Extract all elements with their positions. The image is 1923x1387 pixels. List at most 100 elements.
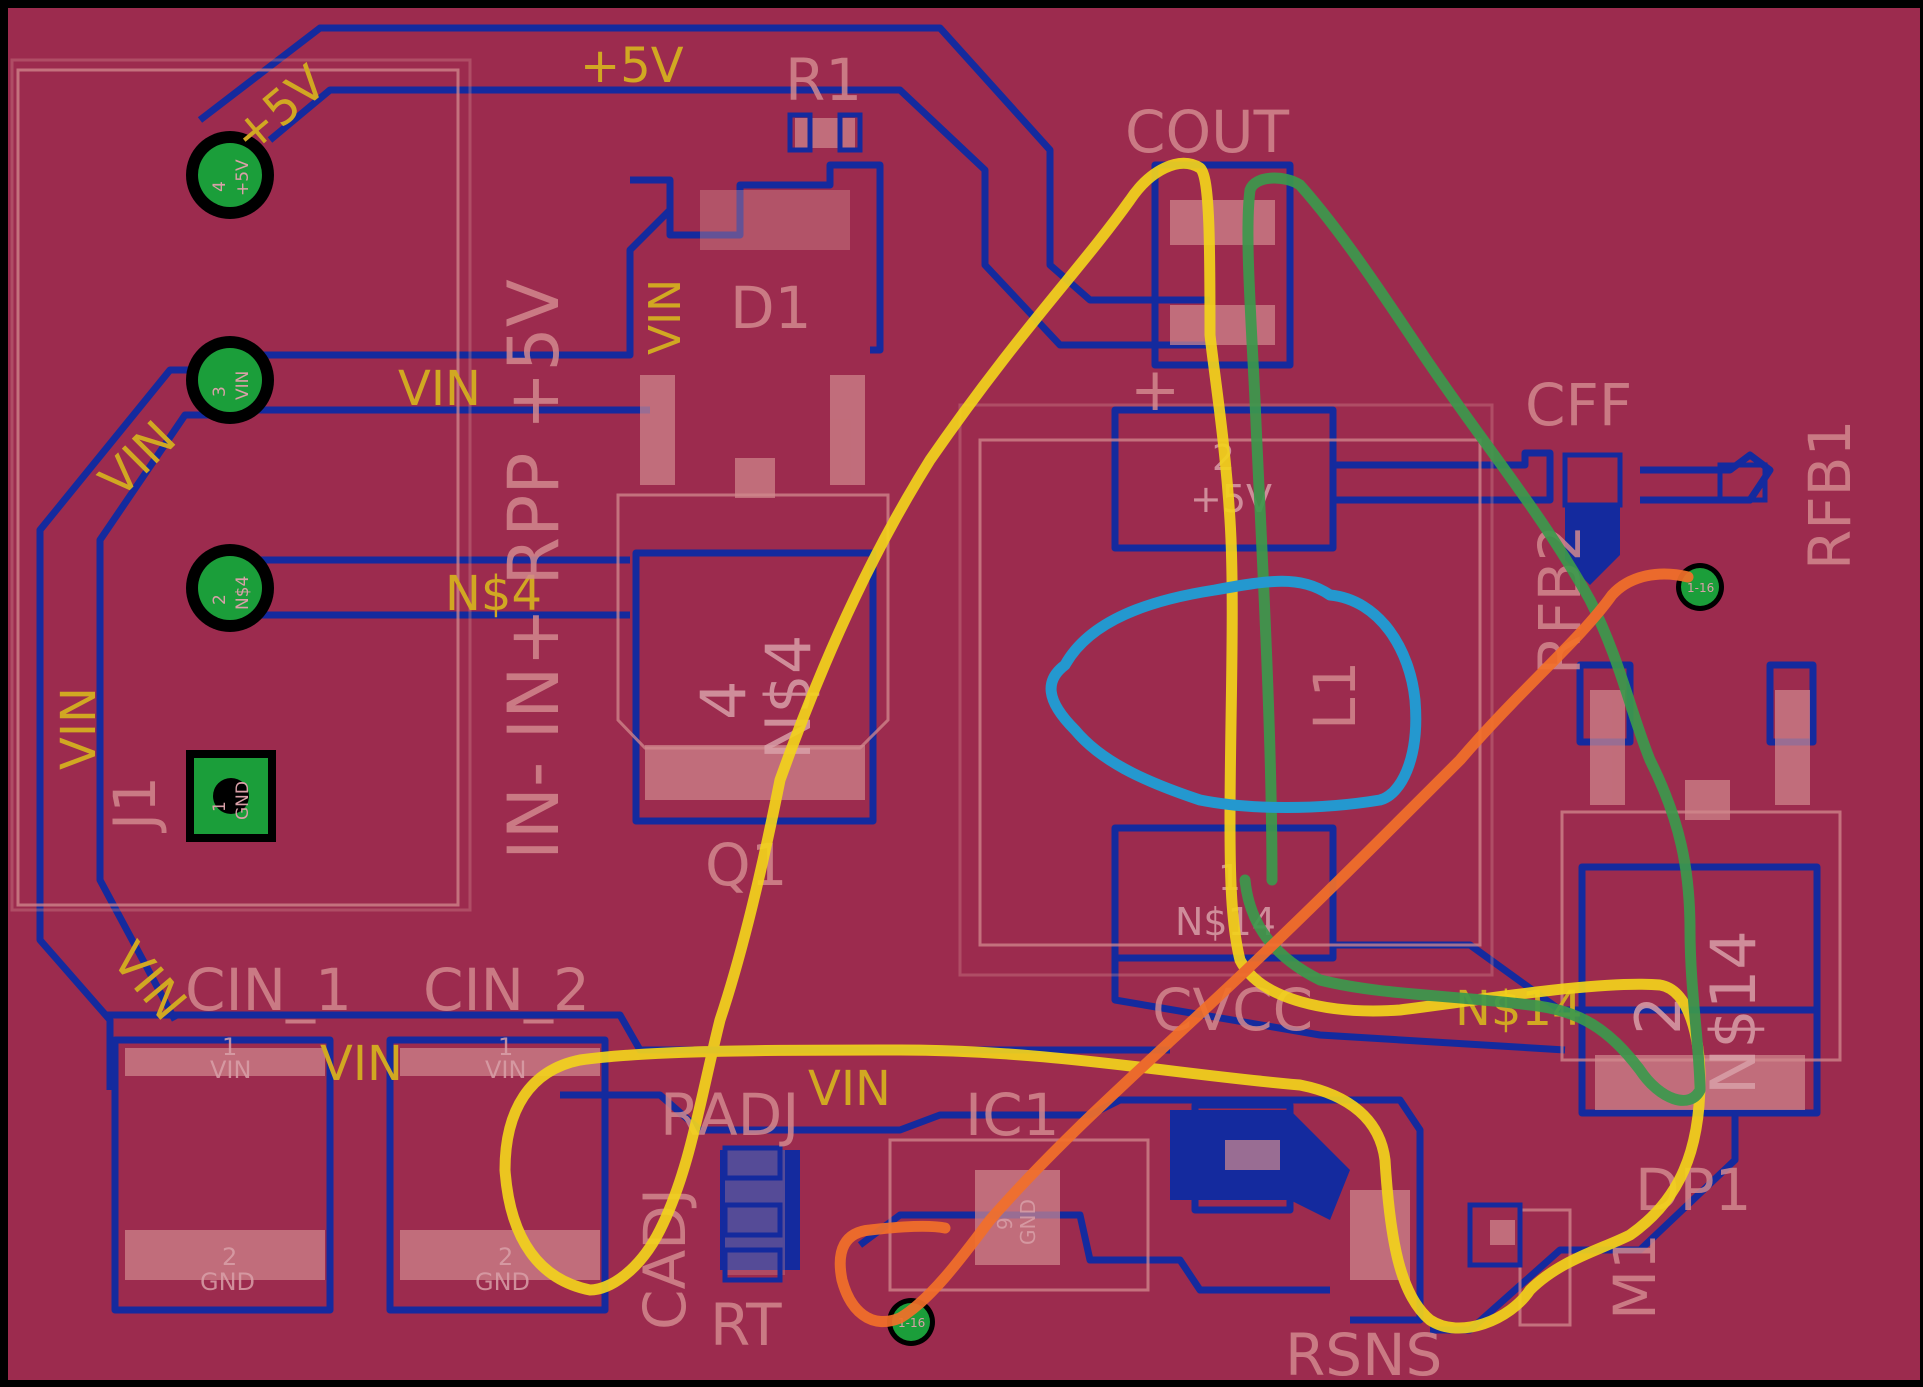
label-pin3: VIN — [398, 361, 481, 417]
d1-pad-a — [640, 375, 675, 485]
ref-rsns: RSNS — [1285, 1321, 1442, 1387]
r1-copper-a — [787, 112, 813, 153]
ref-rt: RT — [710, 1291, 782, 1359]
dp1-outline — [1560, 810, 1842, 1062]
cin1-pad2-net: GND — [200, 1268, 255, 1296]
j1-outline — [16, 68, 460, 907]
ref-cff: CFF — [1525, 371, 1632, 439]
j1-pads — [186, 131, 276, 842]
trace-d1 — [630, 161, 884, 354]
label-n4: N$4 — [445, 566, 542, 622]
ic1-outline — [888, 1138, 1150, 1292]
m1-copper — [1467, 1202, 1523, 1268]
trace-vin-outer — [36, 366, 220, 1090]
q1-copper-pad — [632, 549, 877, 825]
rt-copper — [722, 1247, 783, 1283]
cout-pad-b — [1170, 305, 1275, 345]
ref-r1: R1 — [785, 46, 862, 114]
cout-copper — [1151, 161, 1294, 369]
radj-copper-b — [722, 1202, 783, 1238]
l1-outline-outer — [958, 403, 1494, 977]
q1-tab — [735, 458, 775, 498]
d1-pad-b — [830, 375, 865, 485]
cin1-pad1-num: 1 — [222, 1033, 237, 1061]
j1-pin4-pad — [198, 143, 262, 207]
cin2-pad1-net: VIN — [485, 1056, 526, 1084]
ref-radj: RADJ — [660, 1081, 799, 1149]
trace-dp1-b — [1766, 661, 1817, 746]
cin2-copper — [386, 1036, 609, 1314]
ref-rfb1: RFB1 — [1796, 420, 1864, 570]
trace-cff — [1335, 449, 1554, 504]
ref-d1: D1 — [730, 274, 812, 342]
dp1-pad-a — [1590, 690, 1625, 805]
cin1-pad2-num: 2 — [222, 1243, 237, 1271]
j1-pin4-net: +5V — [233, 159, 253, 196]
trace-5v-top — [197, 24, 1210, 304]
annotations — [499, 157, 1706, 1334]
silk-layer — [10, 58, 1842, 1327]
ref-ic1: IC1 — [965, 1081, 1060, 1149]
ref-cout: COUT — [1125, 98, 1290, 166]
label-vin-radj: VIN — [808, 1061, 891, 1117]
copper-fill-cvcc — [1210, 1110, 1280, 1135]
plus-sign: + — [1130, 355, 1180, 425]
cin1-copper — [111, 1036, 334, 1314]
d1-body — [700, 190, 850, 250]
annotation-blue-loop — [1045, 575, 1422, 813]
ic1-pad-num: 9 — [993, 1217, 1017, 1230]
ref-j1: J1 — [101, 776, 169, 833]
j1-pin2-num: 2 — [210, 594, 230, 605]
j1-pin2-net: N$4 — [233, 576, 253, 610]
ref-q1: Q1 — [705, 831, 788, 899]
cin1-pad2 — [125, 1230, 325, 1280]
r1-pad — [795, 118, 855, 148]
cin2-pad2-net: GND — [475, 1268, 530, 1296]
trace-ic1-gnd — [857, 1211, 1330, 1294]
cin2-pad2 — [400, 1230, 600, 1280]
dp1-pad-net: N$14 — [1697, 930, 1770, 1095]
j1-pin3-num: 3 — [210, 386, 230, 397]
j1-pin1-hole — [213, 778, 249, 814]
cff-copper — [1562, 452, 1623, 508]
trace-n14-b — [1111, 945, 1566, 1054]
via-right-label: 1-16 — [1687, 581, 1714, 595]
dp1-pad-b — [1775, 690, 1810, 805]
ic1-pad-net: GND — [1016, 1199, 1040, 1245]
j1-pin3-pad — [198, 348, 262, 412]
ref-cin2: CIN_2 — [423, 956, 590, 1024]
small-pads — [722, 112, 1768, 1283]
j1-pad-labels: 4 +5V 3 VIN 2 N$4 1 GND — [210, 159, 253, 820]
label-vin-d1: VIN — [640, 279, 691, 355]
cin2-pad1-num: 1 — [498, 1033, 513, 1061]
pad-designators: 4 N$4 2 N$14 2 +5V 1 N$14 1 VIN 2 GND 1 … — [200, 438, 1770, 1296]
j1-pin3-net: VIN — [233, 371, 253, 400]
cin1-pad1 — [125, 1048, 325, 1076]
ref-cin1: CIN_1 — [185, 956, 352, 1024]
l1-outline — [978, 438, 1482, 947]
radj-pad — [725, 1150, 785, 1275]
j1-pin2-pad — [198, 556, 262, 620]
q1-pad-num: 4 — [687, 681, 760, 720]
label-5v-top: +5V — [580, 38, 684, 94]
dp1-tab — [1685, 780, 1730, 820]
j1-pin4-num: 4 — [210, 181, 230, 192]
rfb1-copper — [1717, 462, 1768, 503]
r1-copper-b — [837, 112, 863, 153]
radj-copper-a — [722, 1145, 783, 1181]
cin1-pad1-net: VIN — [210, 1056, 251, 1084]
q1-pad-big — [645, 745, 865, 800]
j1-pin1-num: 1 — [210, 801, 230, 812]
ref-l1: L1 — [1301, 661, 1369, 730]
label-vin-left: VIN — [51, 687, 107, 770]
trace-5v-inner — [267, 86, 1210, 349]
cvcc-pad — [1225, 1140, 1280, 1170]
cout-pad-a — [1170, 200, 1275, 245]
annotation-green-loop — [1239, 172, 1706, 1106]
cin2-pad2-num: 2 — [498, 1243, 513, 1271]
trace-vin-inner — [96, 411, 215, 1022]
copper-fill-rfb2 — [1565, 505, 1620, 585]
j1-outline-outer — [10, 58, 472, 912]
m1-pad — [1490, 1220, 1515, 1245]
